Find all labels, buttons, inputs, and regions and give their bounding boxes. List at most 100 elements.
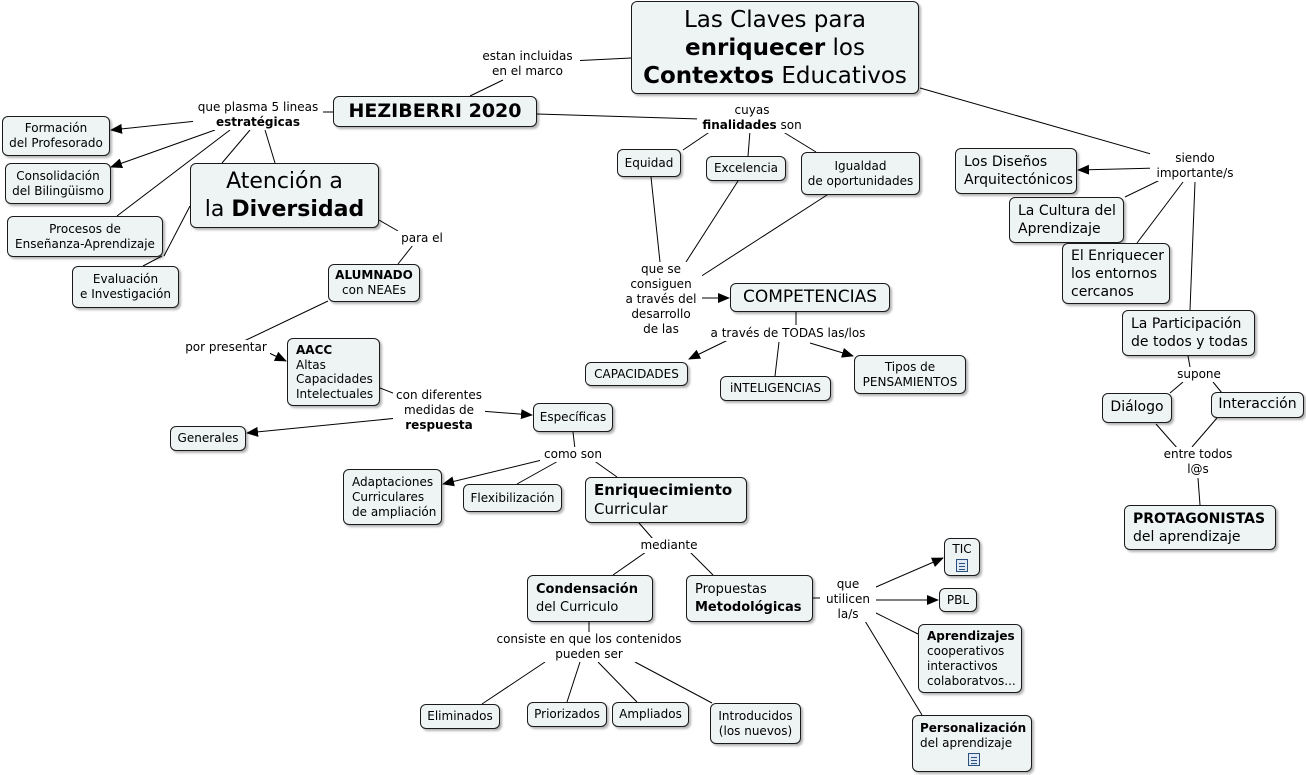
incluidas-line2: en el marco	[492, 64, 563, 78]
aprendizajes-node[interactable]: Aprendizajes cooperativos interactivos c…	[918, 624, 1022, 693]
link-label-porpresentar: por presentar	[182, 340, 270, 355]
evaluacion-node[interactable]: Evaluación e Investigación	[72, 266, 179, 308]
consiste-line2: pueden ser	[555, 647, 623, 661]
medidas-line1: con diferentes	[396, 388, 482, 402]
pbl-node[interactable]: PBL	[939, 588, 977, 612]
priorizados-node[interactable]: Priorizados	[527, 702, 607, 727]
formacion-line1: Formación	[24, 121, 88, 135]
cuyas-line2-bold: finalidades	[702, 118, 777, 132]
enriquecer-line3: cercanos	[1071, 283, 1134, 300]
pensamientos-node[interactable]: Tipos de PENSAMIENTOS	[854, 355, 966, 394]
formacion-node[interactable]: Formación del Profesorado	[2, 116, 110, 156]
excelencia-node[interactable]: Excelencia	[706, 156, 786, 181]
personalizacion-line2: del aprendizaje	[920, 736, 1013, 750]
document-icon[interactable]	[956, 559, 968, 572]
protagonistas-line2: del aprendizaje	[1133, 528, 1241, 545]
aacc-line4: Intelectuales	[296, 386, 374, 401]
propuestas-line1: Propuestas	[695, 581, 767, 597]
atencion-line2-bold: Diversidad	[231, 196, 365, 222]
alumnado-node[interactable]: ALUMNADO con NEAEs	[328, 264, 420, 302]
pensamientos-line2: PENSAMIENTOS	[862, 374, 958, 389]
plasma-line1: que plasma 5 lineas	[197, 100, 319, 114]
atraves-text: a través de TODAS las/los	[710, 326, 866, 340]
consiste-line1: consiste en que los contenidos	[496, 632, 682, 646]
plasma-line2: estratégicas	[216, 115, 300, 129]
tic-label: TIC	[952, 542, 972, 556]
adaptaciones-node[interactable]: Adaptaciones Curriculares de ampliación	[343, 469, 442, 525]
equidad-node[interactable]: Equidad	[617, 149, 681, 177]
title-node[interactable]: Las Claves para enriquecer los Contextos…	[631, 1, 919, 94]
procesos-node[interactable]: Procesos de Enseñanza-Aprendizaje	[7, 216, 163, 257]
atencion-node[interactable]: Atención a la Diversidad	[190, 163, 379, 228]
enriquecer-line2: los entornos	[1071, 265, 1157, 282]
igualdad-line2: de oportunidades	[807, 173, 914, 188]
document-icon[interactable]	[968, 753, 980, 766]
ampliados-node[interactable]: Ampliados	[612, 702, 689, 727]
enriquecer-node[interactable]: El Enriquecer los entornos cercanos	[1062, 243, 1170, 304]
consiguen-line3: a través del	[625, 292, 697, 306]
link-label-medidas: con diferentes medidas de respuesta	[393, 388, 485, 433]
cultura-node[interactable]: La Cultura del Aprendizaje	[1009, 197, 1124, 243]
inteligencias-node[interactable]: iNTELIGENCIAS	[720, 376, 831, 401]
formacion-line2: del Profesorado	[9, 136, 103, 150]
propuestas-line2: Metodológicas	[695, 599, 802, 615]
interaccion-node[interactable]: Interacción	[1211, 392, 1304, 418]
evaluacion-line1: Evaluación	[92, 272, 159, 286]
enriquecer-line1: El Enriquecer	[1071, 247, 1164, 264]
condensacion-node[interactable]: Condensación del Curriculo	[527, 575, 653, 622]
comoson-text: como son	[544, 447, 602, 461]
disenos-node[interactable]: Los Diseños Arquitectónicos	[955, 148, 1077, 194]
protagonistas-line1: PROTAGONISTAS	[1133, 510, 1266, 527]
competencias-node[interactable]: COMPETENCIAS	[730, 283, 890, 312]
aacc-line1: AACC	[296, 343, 333, 357]
introducidos-line1: Introducidos	[718, 708, 793, 723]
protagonistas-node[interactable]: PROTAGONISTAS del aprendizaje	[1124, 505, 1276, 550]
tic-node[interactable]: TIC	[944, 538, 980, 576]
disenos-line2: Arquitectónicos	[964, 172, 1073, 188]
link-label-consiguen: que se consiguen a través del desarrollo…	[620, 262, 702, 337]
link-label-atraves: a través de TODAS las/los	[703, 326, 873, 341]
personalizacion-node[interactable]: Personalización del aprendizaje	[912, 715, 1032, 772]
heziberri-label: HEZIBERRI 2020	[348, 99, 522, 122]
title-line2: los	[825, 34, 865, 61]
adaptaciones-line3: de ampliación	[352, 504, 437, 519]
pbl-label: PBL	[946, 592, 970, 607]
cuyas-line1: cuyas	[734, 103, 770, 117]
medidas-line2: medidas de	[403, 403, 475, 417]
procesos-line2: Enseñanza-Aprendizaje	[15, 236, 155, 251]
enriquecimiento-line2: Curricular	[594, 500, 668, 518]
medidas-line3: respuesta	[405, 418, 473, 432]
especificas-node[interactable]: Específicas	[533, 403, 613, 432]
parael-text: para el	[401, 231, 443, 245]
alumnado-line1: ALUMNADO	[335, 268, 413, 282]
link-label-comoson: como son	[540, 447, 606, 462]
link-label-utilicen: que utilicen la/s	[820, 577, 876, 622]
flexibilizacion-node[interactable]: Flexibilización	[463, 484, 562, 512]
alumnado-line2: con NEAEs	[342, 283, 406, 297]
consolidacion-line2: del Bilingüismo	[12, 183, 104, 198]
procesos-line1: Procesos de	[49, 221, 121, 236]
participacion-node[interactable]: La Participación de todos y todas	[1122, 310, 1255, 356]
aacc-node[interactable]: AACC Altas Capacidades Intelectuales	[287, 338, 380, 406]
igualdad-node[interactable]: Igualdad de oportunidades	[801, 152, 920, 195]
introducidos-node[interactable]: Introducidos (los nuevos)	[710, 703, 801, 744]
flexibilizacion-label: Flexibilización	[470, 490, 555, 505]
siendo-line1: siendo	[1175, 151, 1215, 165]
heziberri-node[interactable]: HEZIBERRI 2020	[333, 96, 537, 127]
consolidacion-node[interactable]: Consolidación del Bilingüismo	[5, 163, 111, 204]
propuestas-node[interactable]: Propuestas Metodológicas	[686, 575, 813, 622]
eliminados-node[interactable]: Eliminados	[420, 704, 500, 729]
dialogo-node[interactable]: Diálogo	[1102, 393, 1172, 423]
enriquecimiento-node[interactable]: Enriquecimiento Curricular	[585, 477, 747, 523]
adaptaciones-line1: Adaptaciones	[352, 474, 434, 489]
link-label-incluidas: estan incluidas en el marco	[475, 49, 580, 79]
generales-node[interactable]: Generales	[170, 426, 246, 451]
generales-label: Generales	[177, 431, 239, 445]
capacidades-node[interactable]: CAPACIDADES	[585, 362, 688, 386]
adaptaciones-line2: Curriculares	[352, 489, 425, 504]
consiguen-line5: de las	[643, 322, 679, 336]
link-label-supone: supone	[1170, 367, 1228, 382]
igualdad-line1: Igualdad	[834, 158, 887, 173]
consolidacion-line1: Consolidación	[16, 168, 100, 183]
